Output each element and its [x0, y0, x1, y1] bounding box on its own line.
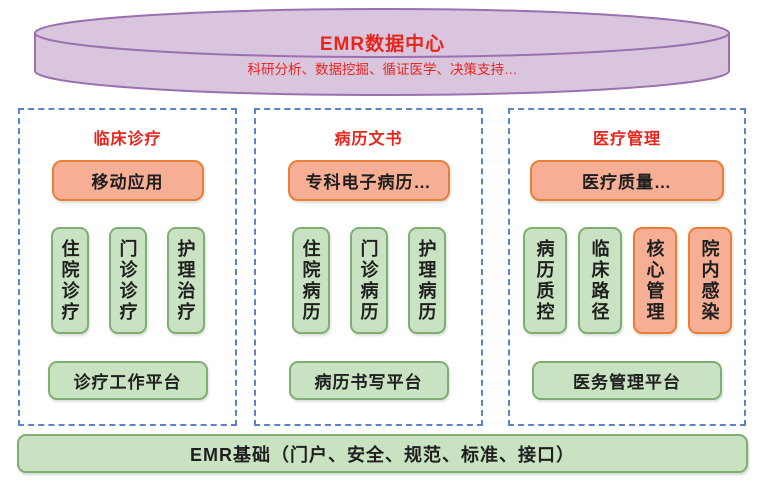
vertical-box-label: 门诊病历 [358, 238, 379, 323]
platform-box-label: 病历书写平台 [314, 373, 423, 392]
top-box: 专科电子病历… [287, 160, 450, 201]
vertical-box-label: 病历质控 [534, 238, 555, 323]
vertical-box-label: 护理治疗 [175, 238, 196, 323]
platform-box: 医务管理平台 [532, 361, 722, 400]
vertical-box-label: 住院诊疗 [59, 238, 80, 323]
vertical-box-row: 住院诊疗 门诊诊疗 护理治疗 [50, 227, 205, 334]
vertical-box-label: 院内感染 [699, 238, 720, 323]
platform-box-label: 诊疗工作平台 [73, 373, 182, 392]
foundation-bar: EMR基础（门户、安全、规范、标准、接口） [17, 434, 748, 473]
vertical-box-row: 病历质控 临床路径 核心管理 院内感染 [522, 227, 732, 334]
datacenter-subtitle: 科研分析、数据挖掘、循证医学、决策支持… [247, 62, 518, 77]
vertical-box-label: 门诊诊疗 [117, 238, 138, 323]
vertical-box: 临床路径 [577, 227, 622, 334]
column-clinical-care: 临床诊疗 移动应用 住院诊疗 门诊诊疗 护理治疗 诊疗工作平台 [18, 108, 237, 426]
vertical-box: 住院诊疗 [50, 227, 89, 334]
emr-datacenter-cylinder: EMR数据中心 科研分析、数据挖掘、循证医学、决策支持… [0, 0, 765, 100]
column-title: 医疗管理 [592, 131, 661, 148]
top-box-label: 移动应用 [91, 173, 164, 192]
vertical-box: 护理病历 [407, 227, 446, 334]
platform-box: 诊疗工作平台 [47, 361, 208, 400]
top-box-label: 专科电子病历… [305, 173, 432, 192]
vertical-box-label: 护理病历 [416, 238, 437, 323]
vertical-box-label: 住院病历 [300, 238, 321, 323]
datacenter-title: EMR数据中心 [319, 34, 446, 55]
foundation-bar-label: EMR基础（门户、安全、规范、标准、接口） [190, 444, 575, 465]
platform-box-label: 医务管理平台 [573, 373, 681, 392]
vertical-box-row: 住院病历 门诊病历 护理病历 [291, 227, 446, 334]
top-box-label: 医疗质量… [582, 173, 672, 192]
cylinder-shape-icon [34, 8, 730, 96]
top-box: 医疗质量… [530, 160, 724, 201]
column-title: 临床诊疗 [93, 131, 162, 148]
vertical-box: 住院病历 [291, 227, 330, 334]
vertical-box-label: 临床路径 [589, 238, 610, 323]
vertical-box: 核心管理 [632, 227, 677, 334]
vertical-box-label: 核心管理 [644, 238, 665, 323]
column-medical-management: 医疗管理 医疗质量… 病历质控 临床路径 核心管理 院内感染 医务管理平台 [508, 108, 746, 426]
vertical-box: 护理治疗 [166, 227, 205, 334]
top-box: 移动应用 [51, 160, 204, 201]
vertical-box: 门诊诊疗 [108, 227, 147, 334]
vertical-box: 院内感染 [687, 227, 732, 334]
vertical-box: 病历质控 [522, 227, 567, 334]
column-medical-records: 病历文书 专科电子病历… 住院病历 门诊病历 护理病历 病历书写平台 [254, 108, 483, 426]
column-title: 病历文书 [334, 131, 403, 148]
platform-box: 病历书写平台 [288, 361, 449, 400]
vertical-box: 门诊病历 [349, 227, 388, 334]
